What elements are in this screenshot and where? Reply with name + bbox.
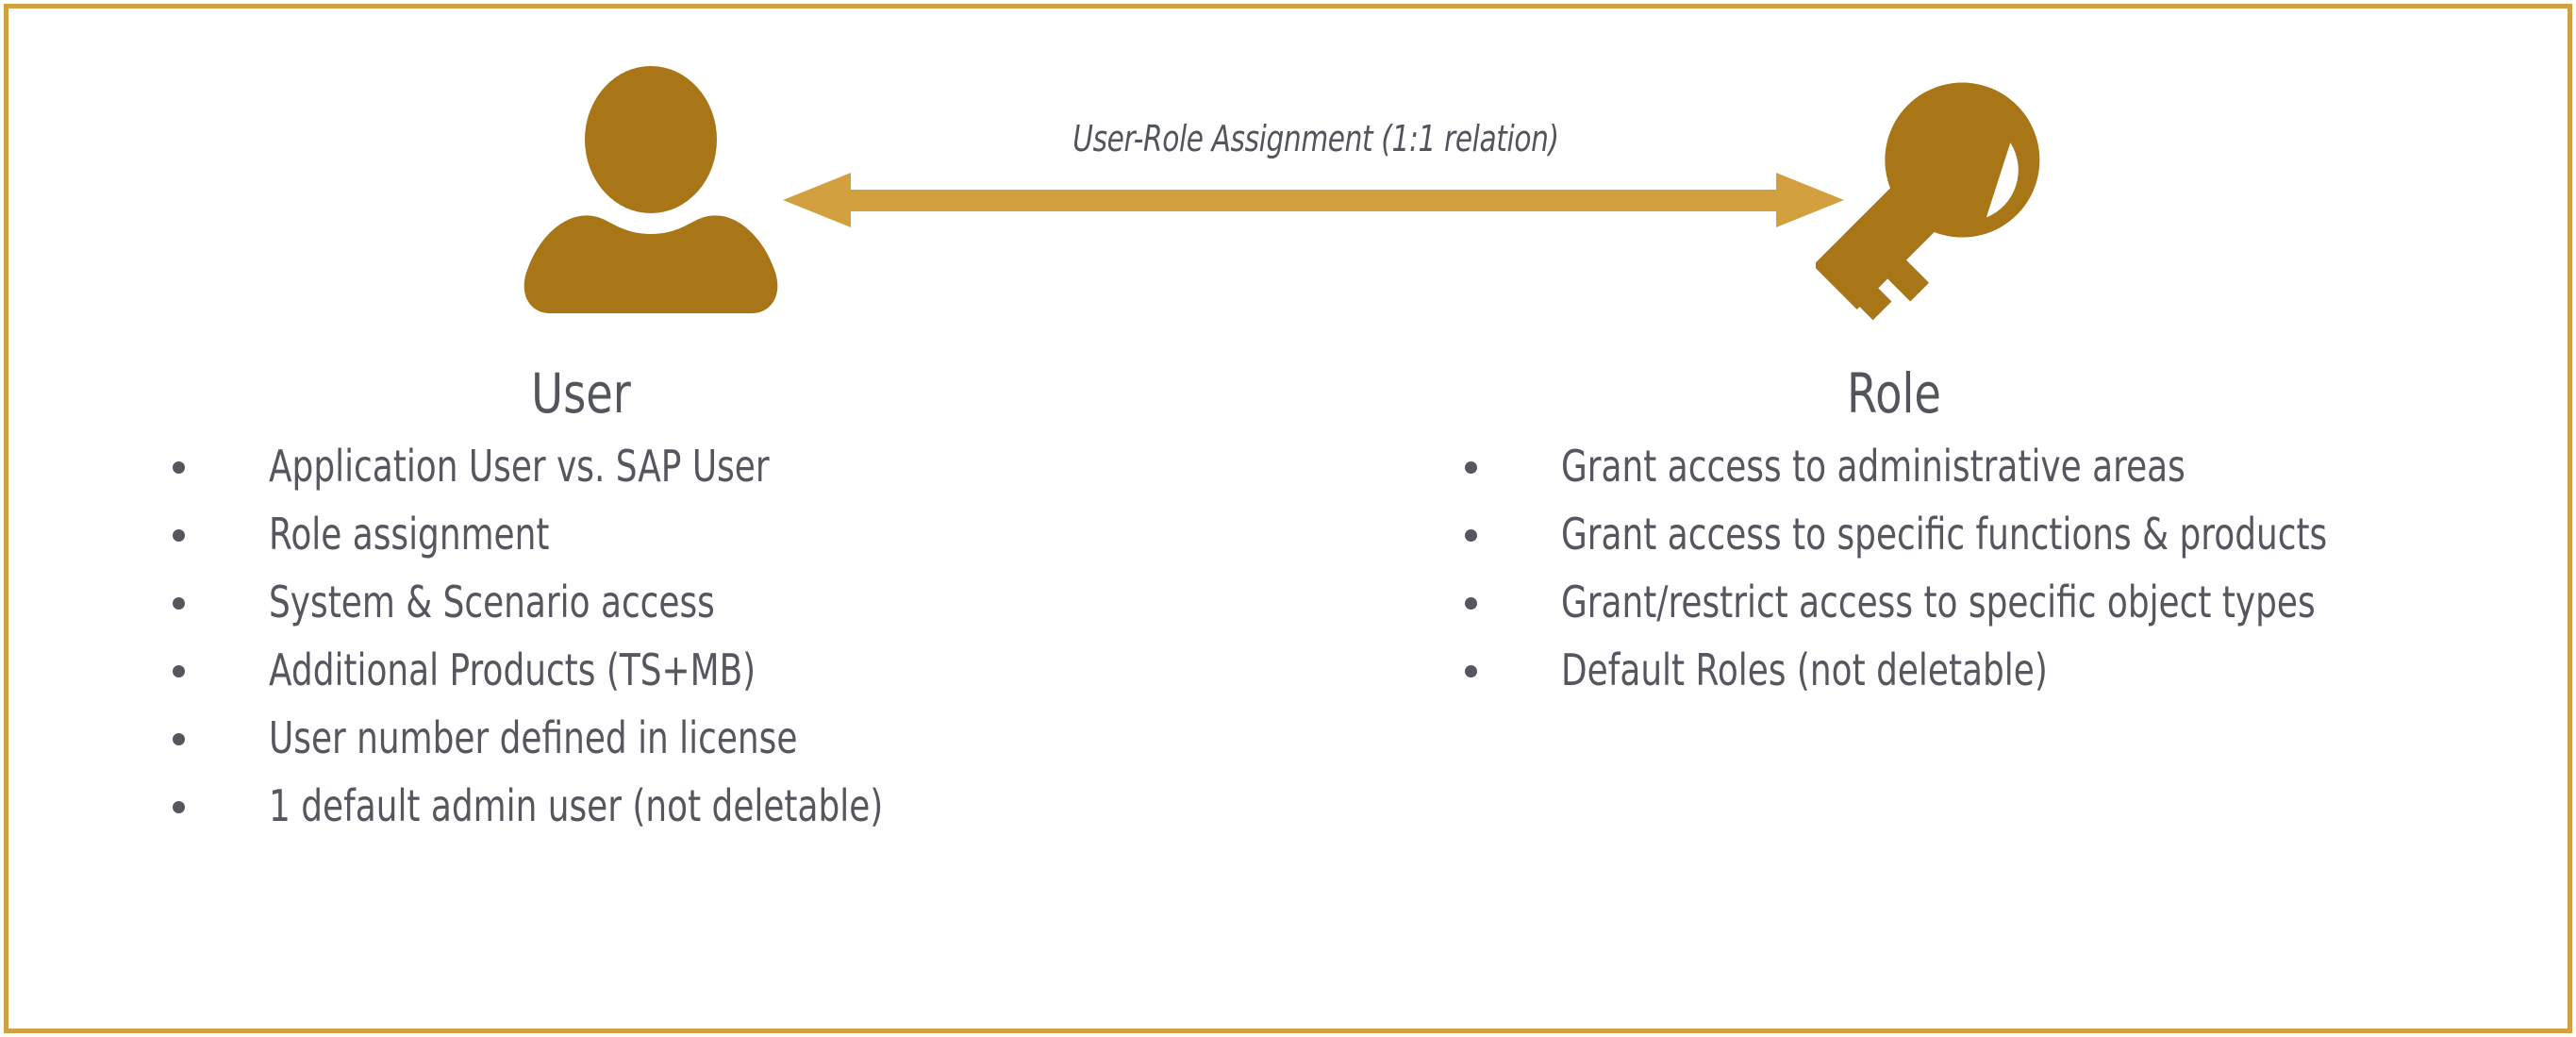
list-item-label: Grant/restrict access to specific object… [1561, 577, 2316, 627]
list-item: Role assignment [141, 503, 1179, 565]
role-heading: Role [1847, 361, 1941, 426]
list-item: Application User vs. SAP User [141, 435, 1179, 497]
role-bullet-list: Grant access to administrative areas Gra… [1434, 435, 2490, 701]
key-icon [1813, 57, 2052, 321]
list-item: User number defined in license [141, 707, 1179, 769]
bullet-dot-icon [1465, 597, 1477, 610]
list-item-label: Additional Products (TS+MB) [269, 644, 756, 695]
list-item-label: Default Roles (not deletable) [1561, 644, 2048, 695]
list-item-label: System & Scenario access [269, 577, 715, 627]
bullet-dot-icon [173, 733, 185, 745]
bullet-dot-icon [173, 461, 185, 474]
person-icon [514, 66, 788, 316]
user-bullet-list: Application User vs. SAP User Role assig… [141, 435, 1179, 837]
user-column: User Application User vs. SAP User Role … [141, 363, 1179, 843]
bullet-dot-icon [173, 801, 185, 813]
list-item: Default Roles (not deletable) [1434, 639, 2490, 701]
list-item: Grant/restrict access to specific object… [1434, 571, 2490, 633]
list-item-label: Grant access to specific functions & pro… [1561, 509, 2328, 560]
bullet-dot-icon [1465, 665, 1477, 677]
list-item-label: Grant access to administrative areas [1561, 441, 2185, 492]
bullet-dot-icon [173, 529, 185, 542]
list-item: Grant access to specific functions & pro… [1434, 503, 2490, 565]
bidirectional-arrow [783, 165, 1844, 236]
bullet-dot-icon [1465, 529, 1477, 542]
user-heading: User [531, 361, 631, 426]
list-item: 1 default admin user (not deletable) [141, 775, 1179, 837]
bullet-dot-icon [1465, 461, 1477, 474]
list-item-label: User number defined in license [269, 712, 798, 763]
list-item-label: 1 default admin user (not deletable) [269, 780, 884, 831]
list-item-label: Role assignment [269, 509, 550, 560]
relation-label: User-Role Assignment (1:1 relation) [1072, 118, 1559, 159]
bullet-dot-icon [173, 665, 185, 677]
bullet-dot-icon [173, 597, 185, 610]
role-column: Role Grant access to administrative area… [1434, 363, 2490, 707]
list-item: System & Scenario access [141, 571, 1179, 633]
list-item: Additional Products (TS+MB) [141, 639, 1179, 701]
list-item: Grant access to administrative areas [1434, 435, 2490, 497]
list-item-label: Application User vs. SAP User [269, 441, 770, 492]
